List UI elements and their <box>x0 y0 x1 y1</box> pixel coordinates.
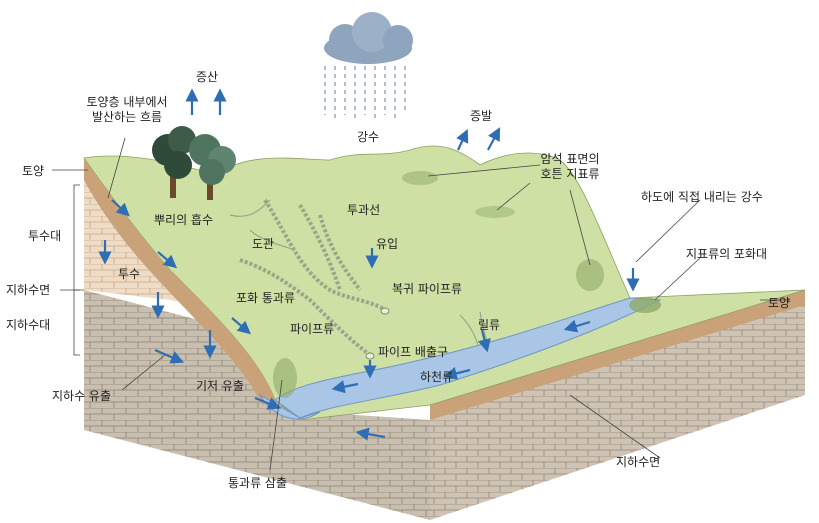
root-uptake-label: 뿌리의 흡수 <box>154 213 214 227</box>
rain-cloud-icon <box>324 12 413 118</box>
soil-internal-flow-label: 토양층 내부에서 발산하는 흐름 <box>86 95 168 124</box>
pipe-network <box>239 198 387 357</box>
precipitation-label: 강수 <box>357 130 380 144</box>
river-flow-label: 하천류 <box>420 370 454 384</box>
soil-right-label: 토양 <box>768 296 791 310</box>
throughflow-seepage-label: 통과류 삼출 <box>228 476 288 490</box>
conduit-label: 도관 <box>252 237 275 251</box>
overland-flow-label: 암석 표면의 호튼 지표류 <box>540 152 600 181</box>
percolation-label: 투수 <box>118 267 141 281</box>
pipeflow-label: 파이프류 <box>290 322 335 336</box>
percolation-zone-face <box>84 158 275 400</box>
soil-strip-right <box>430 290 805 420</box>
return-pipeflow-label: 복귀 파이프류 <box>392 282 463 296</box>
inflow-label: 유입 <box>376 237 399 251</box>
soil-left-label: 토양 <box>22 164 45 178</box>
flow-arrows <box>98 88 640 441</box>
water-table-left-label: 지하수면 <box>6 283 51 297</box>
direct-channel-rain-label: 하도에 직접 내리는 강수 <box>641 190 763 204</box>
evaporation-label: 증발 <box>470 109 493 123</box>
base-outflow-label: 기저 유출 <box>196 379 244 393</box>
groundwater-zone-label: 지하수대 <box>6 318 51 332</box>
leader-lines <box>52 137 790 471</box>
groundwater-zone-face <box>84 290 430 520</box>
rill-flow-label: 릴류 <box>478 318 501 332</box>
soil-slope-left <box>84 158 275 405</box>
saturation-overland-label: 지표류의 포화대 <box>686 247 768 261</box>
tree-icon <box>152 126 236 200</box>
pipe-outlet-label: 파이프 배출구 <box>378 345 449 359</box>
groundwater-outflow-label: 지하수 유출 <box>52 389 112 403</box>
transpiration-label: 증산 <box>196 70 219 84</box>
infiltration-line-label: 투과선 <box>347 203 381 217</box>
infiltration-zone-label: 투수대 <box>28 229 62 243</box>
saturated-throughflow-label: 포화 통과류 <box>236 291 296 305</box>
water-table-bottom-label: 지하수면 <box>616 455 661 469</box>
right-block-face <box>430 300 805 520</box>
